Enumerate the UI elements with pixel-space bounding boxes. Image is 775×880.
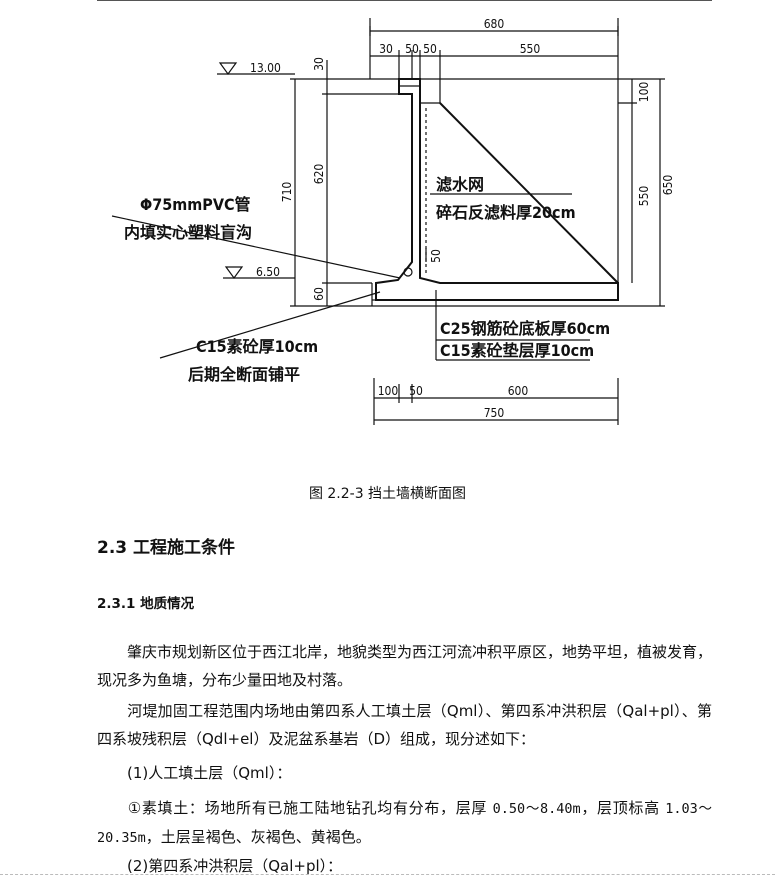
blind-drain-label: 内填实心塑料盲沟 xyxy=(124,223,252,242)
elevation-bottom: 6.50 xyxy=(256,265,280,279)
dim-v30: 30 xyxy=(312,57,326,71)
paragraph-5: (2)第四系冲洪积层（Qal+pl）： xyxy=(127,857,343,875)
dim-r550: 550 xyxy=(637,186,651,207)
paragraph-1: 肇庆市规划新区位于西江北岸，地貌类型为西江河流冲积平原区，地势平坦，植被发育，现… xyxy=(97,643,713,689)
paragraph-4: ①素填土：场地所有已施工陆地钻孔均有分布，层厚 0.50～8.40m，层顶标高 … xyxy=(97,799,713,846)
dim-v620: 620 xyxy=(312,164,326,185)
pvc-pipe-label: Φ75mmPVC管 xyxy=(140,195,251,214)
dim-r650: 650 xyxy=(661,175,675,196)
section-heading: 2.3 工程施工条件 xyxy=(97,538,236,558)
dim-v60: 60 xyxy=(312,287,326,301)
c25-slab-label: C25钢筋砼底板厚60cm xyxy=(440,319,610,338)
dim-b600: 600 xyxy=(508,384,529,398)
dim-30: 30 xyxy=(379,42,393,56)
dim-v50: 50 xyxy=(429,249,443,263)
gravel-filter-label: 碎石反滤料厚20cm xyxy=(436,203,576,222)
dim-680: 680 xyxy=(484,17,505,31)
dim-50-a: 50 xyxy=(405,42,419,56)
dim-b100: 100 xyxy=(378,384,399,398)
retaining-wall-cross-section: 680 30 50 50 550 30 710 620 60 50 100 55… xyxy=(111,17,675,425)
filter-slope xyxy=(439,102,619,284)
elevation-top: 13.00 xyxy=(250,61,281,75)
dim-50-b: 50 xyxy=(423,42,437,56)
c15-concrete-label: C15素砼厚10cm xyxy=(196,337,318,356)
wall-outline xyxy=(375,78,619,301)
dim-r100: 100 xyxy=(637,82,651,103)
paving-note-label: 后期全断面铺平 xyxy=(188,365,300,384)
dim-550-top: 550 xyxy=(520,42,541,56)
page-break-line xyxy=(0,874,775,875)
dim-b50: 50 xyxy=(409,384,423,398)
dim-b750: 750 xyxy=(484,406,505,420)
top-rule xyxy=(97,0,712,1)
filter-net-label: 滤水网 xyxy=(436,175,484,194)
figure-caption: 图 2.2-3 挡土墙横断面图 xyxy=(308,486,467,502)
paragraph-3: (1)人工填土层（Qml）： xyxy=(127,764,292,782)
paragraph-2: 河堤加固工程范围内场地由第四系人工填土层（Qml）、第四系冲洪积层（Qal+pl… xyxy=(97,702,712,748)
subsection-heading: 2.3.1 地质情况 xyxy=(97,596,195,612)
pvc-pipe xyxy=(403,267,413,277)
c15-cushion-label: C15素砼垫层厚10cm xyxy=(440,341,594,360)
dim-v710: 710 xyxy=(280,182,294,203)
